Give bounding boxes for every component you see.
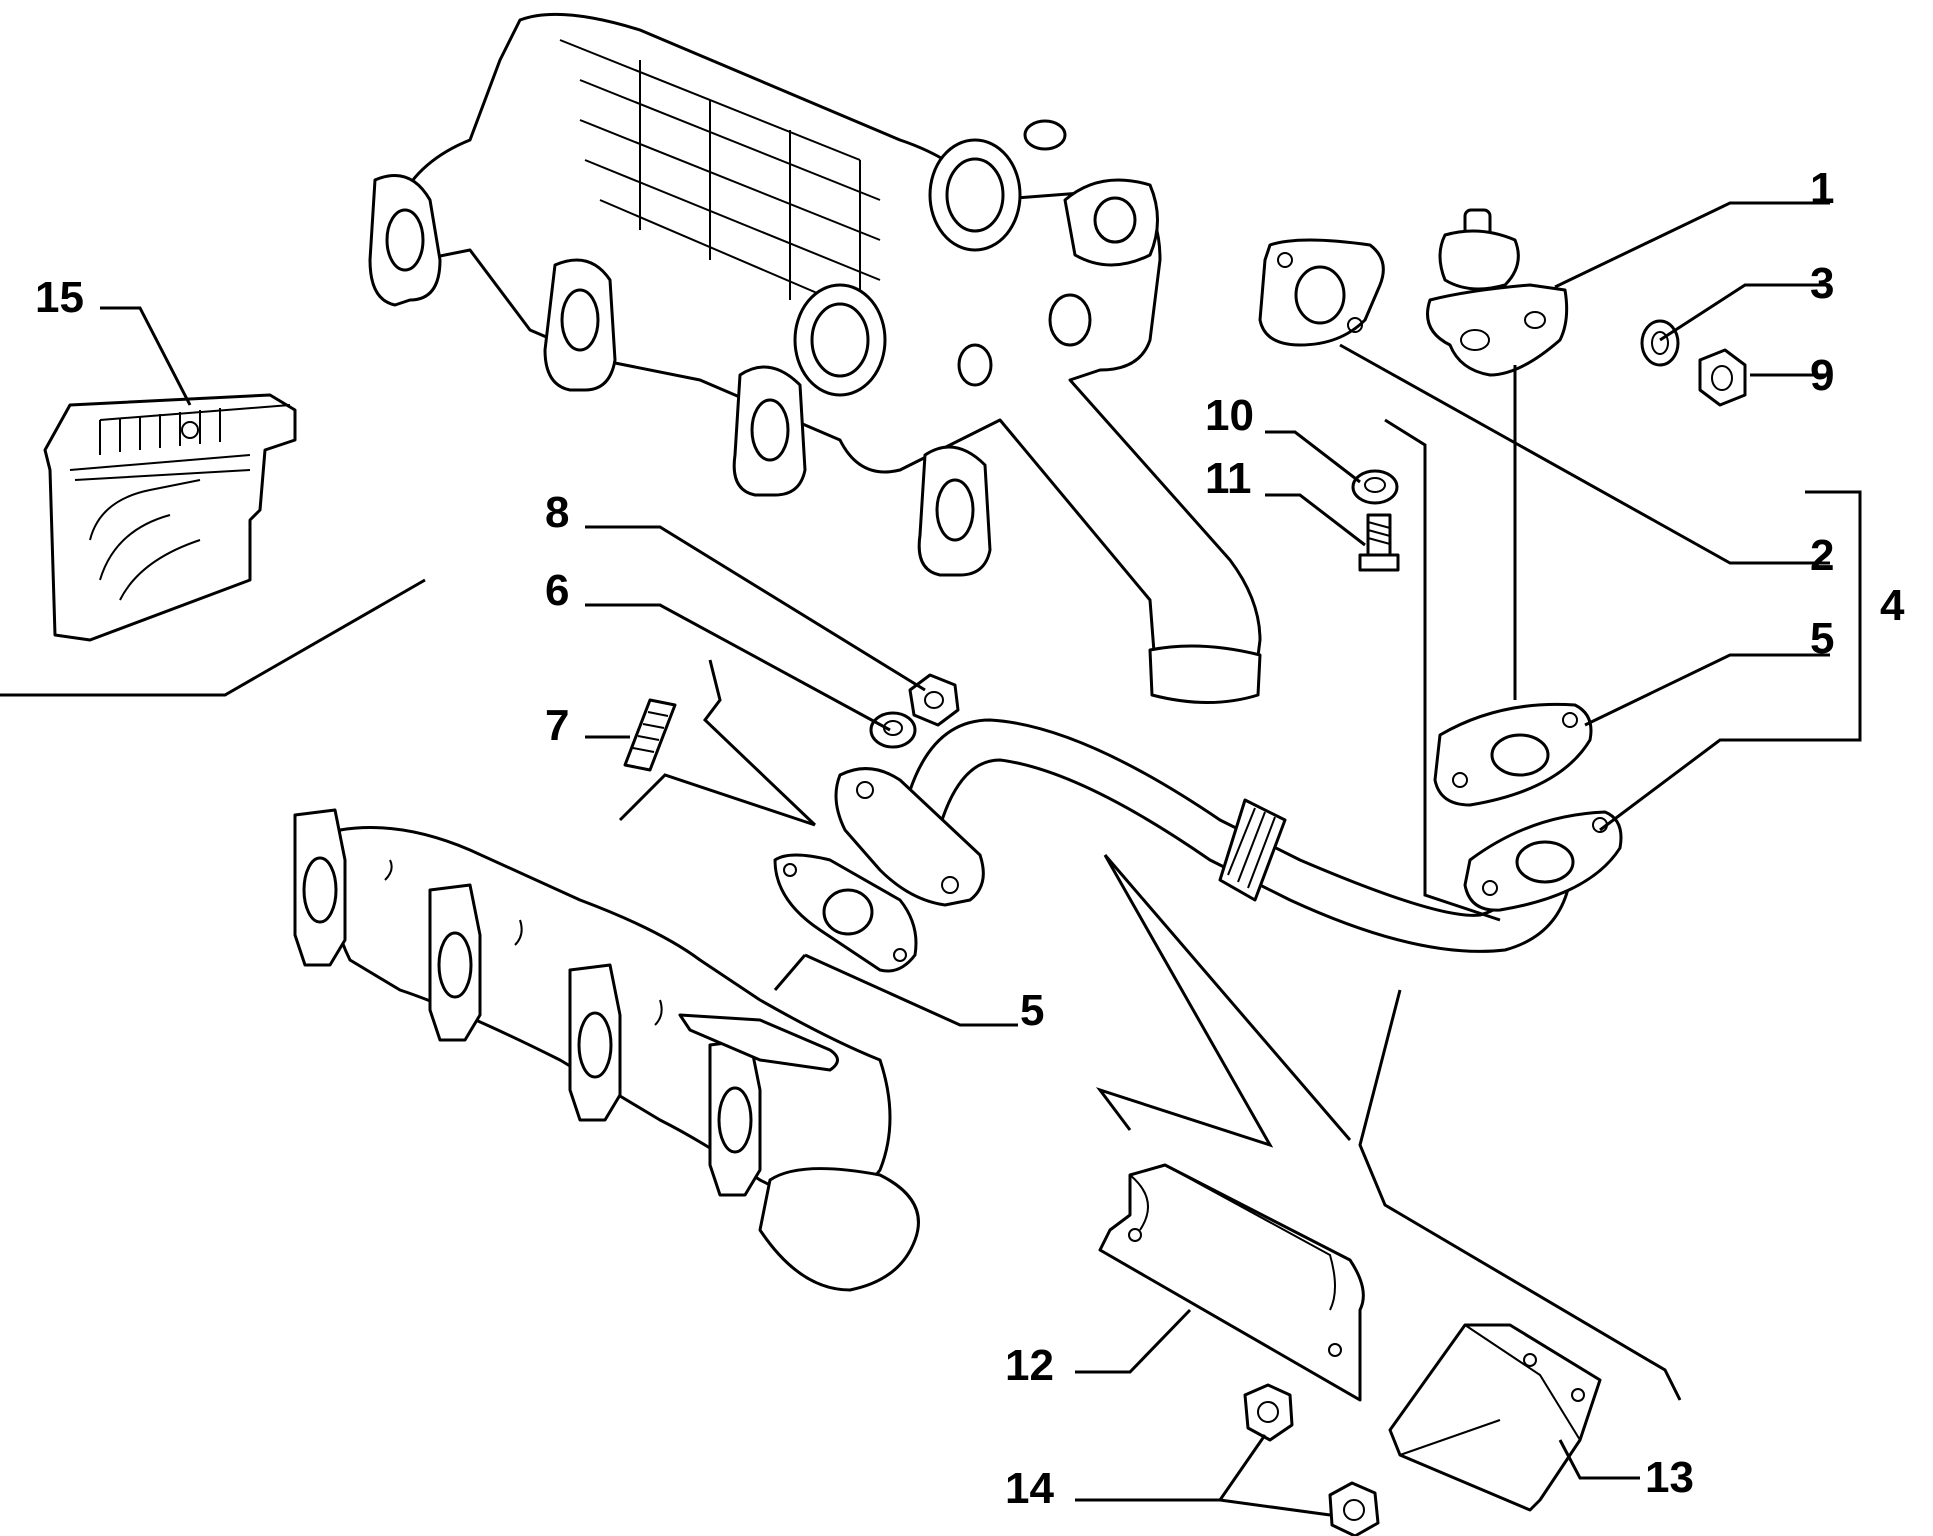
bolt-11 xyxy=(1358,513,1400,572)
gasket-2 xyxy=(1258,238,1385,347)
callout-11: 11 xyxy=(1205,454,1252,503)
callout-13: 13 xyxy=(1645,1453,1694,1502)
gasket-5-lower xyxy=(1463,810,1623,912)
washer-10 xyxy=(1351,469,1399,505)
nut-8 xyxy=(908,673,960,727)
washer-6 xyxy=(869,711,917,749)
egr-pipe xyxy=(834,718,1572,953)
ecu-module xyxy=(43,393,297,642)
gasket-5-upper xyxy=(1433,702,1593,807)
callout-numbers: 1 2 3 4 5 5 6 7 8 9 10 11 12 13 14 15 xyxy=(35,164,1905,1513)
callout-5-lower: 5 xyxy=(1020,986,1044,1035)
callout-7: 7 xyxy=(545,701,569,750)
callout-9: 9 xyxy=(1810,351,1834,400)
callout-15: 15 xyxy=(35,273,84,322)
leader-lines xyxy=(0,201,1862,1517)
callout-6: 6 xyxy=(545,566,569,615)
callout-2: 2 xyxy=(1810,531,1834,580)
callout-10: 10 xyxy=(1205,391,1254,440)
callout-8: 8 xyxy=(545,488,569,537)
nut-9 xyxy=(1698,348,1747,407)
callout-5-upper: 5 xyxy=(1810,614,1834,663)
egr-valve xyxy=(1426,208,1569,377)
callout-4: 4 xyxy=(1880,581,1905,630)
exhaust-manifold xyxy=(293,808,920,1292)
heat-shield-13 xyxy=(1388,1323,1602,1512)
callout-12: 12 xyxy=(1005,1341,1054,1390)
washer-3 xyxy=(1640,319,1680,367)
heat-shield-12 xyxy=(1098,1163,1365,1402)
stud-7 xyxy=(623,698,677,772)
callout-1: 1 xyxy=(1810,164,1834,213)
callout-14: 14 xyxy=(1005,1464,1054,1513)
nuts-14 xyxy=(1243,1383,1380,1536)
callout-3: 3 xyxy=(1810,259,1834,308)
gasket-5-mid xyxy=(773,853,918,973)
intake-manifold xyxy=(368,12,1262,704)
